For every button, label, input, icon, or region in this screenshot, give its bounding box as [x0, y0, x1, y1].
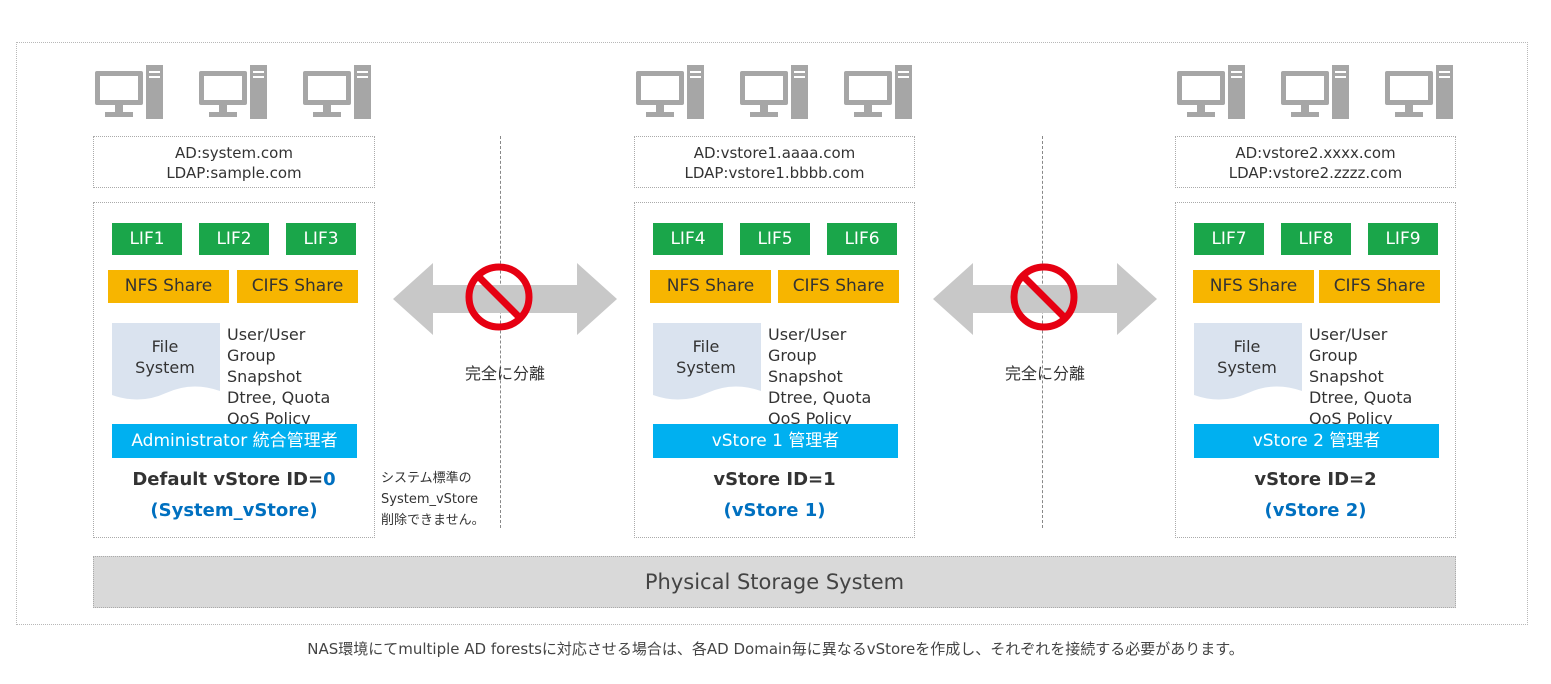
computer-icon [1385, 65, 1453, 119]
nfs-share: NFS Share [1193, 270, 1314, 303]
computer-icon [636, 65, 704, 119]
vstore-box [93, 202, 375, 538]
separation-label: 完全に分離 [464, 364, 545, 383]
system-vstore-note: システム標準の System_vStore 削除できません。 [381, 471, 485, 528]
ldap-domain: LDAP:vstore1.bbbb.com [684, 164, 865, 182]
attr-item: Snapshot [768, 367, 843, 386]
ad-domain: AD:vstore1.aaaa.com [693, 144, 856, 162]
lif-badge: LIF3 [286, 223, 356, 255]
vstore-box [634, 202, 915, 538]
attr-item: Snapshot [1309, 367, 1384, 386]
vstore-subtitle: (vStore 1) [723, 500, 826, 521]
administrator-bar: vStore 1 管理者 [653, 424, 898, 458]
file-system-label: File System [676, 337, 736, 377]
blocked-double-arrow-icon [933, 263, 1157, 335]
file-system-attributes: User/User Group Snapshot Dtree, Quota Qo… [768, 324, 871, 429]
lif-badge: LIF1 [112, 223, 182, 255]
cifs-share: CIFS Share [778, 270, 899, 303]
nfs-share: NFS Share [108, 270, 229, 303]
nfs-share: NFS Share [650, 270, 771, 303]
vstore-title: vStore ID=2 [1254, 469, 1377, 490]
vstore-title: vStore ID=1 [713, 469, 836, 490]
attr-item: Group [768, 346, 817, 365]
attr-item: Dtree, Quota [1309, 388, 1413, 407]
directory-info-box: AD:system.com LDAP:sample.com [93, 136, 375, 188]
administrator-bar: Administrator 統合管理者 [112, 424, 357, 458]
attr-item: QoS Policy [227, 409, 311, 428]
separator-line [1042, 136, 1043, 528]
outer-frame [16, 42, 1528, 625]
computer-icon [1177, 65, 1245, 119]
physical-storage-bar: Physical Storage System [93, 556, 1456, 608]
separator-line [500, 136, 501, 528]
ad-domain: AD:vstore2.xxxx.com [1235, 144, 1396, 162]
computer-icon [1281, 65, 1349, 119]
computer-icon [740, 65, 808, 119]
attr-item: User/User [227, 325, 306, 344]
attr-item: Group [227, 346, 276, 365]
ldap-domain: LDAP:sample.com [166, 164, 302, 182]
file-system-document-icon [112, 323, 220, 400]
file-system-attributes: User/User Group Snapshot Dtree, Quota Qo… [1309, 324, 1412, 429]
attr-item: QoS Policy [768, 409, 852, 428]
attr-item: User/User [1309, 325, 1388, 344]
file-system-attributes: User/User Group Snapshot Dtree, Quota Qo… [227, 324, 330, 429]
attr-item: Dtree, Quota [768, 388, 872, 407]
vstore-subtitle: (vStore 2) [1264, 500, 1367, 521]
computer-icon [199, 65, 267, 119]
directory-info-box: AD:vstore2.xxxx.com LDAP:vstore2.zzzz.co… [1175, 136, 1456, 188]
directory-info-box: AD:vstore1.aaaa.com LDAP:vstore1.bbbb.co… [634, 136, 915, 188]
ad-domain: AD:system.com [175, 144, 293, 162]
file-system-document-icon [1194, 323, 1302, 400]
file-system-label: File System [135, 337, 195, 377]
lif-badge: LIF4 [653, 223, 723, 255]
separation-label: 完全に分離 [1004, 364, 1085, 383]
file-system-document-icon [653, 323, 761, 400]
vstore-title: Default vStore ID=0 [132, 469, 336, 490]
lif-badge: LIF9 [1368, 223, 1438, 255]
lif-badge: LIF8 [1281, 223, 1351, 255]
file-system-label: File System [1217, 337, 1277, 377]
ldap-domain: LDAP:vstore2.zzzz.com [1228, 164, 1403, 182]
cifs-share: CIFS Share [237, 270, 358, 303]
vstore-subtitle: (System_vStore) [150, 500, 318, 521]
computer-icon [303, 65, 371, 119]
attr-item: Snapshot [227, 367, 302, 386]
lif-badge: LIF7 [1194, 223, 1264, 255]
attr-item: Dtree, Quota [227, 388, 331, 407]
attr-item: Group [1309, 346, 1358, 365]
attr-item: User/User [768, 325, 847, 344]
caption: NAS環境にてmultiple AD forestsに対応させる場合は、各AD … [307, 640, 1244, 658]
lif-badge: LIF6 [827, 223, 897, 255]
administrator-bar: vStore 2 管理者 [1194, 424, 1439, 458]
vstore-box [1175, 202, 1456, 538]
lif-badge: LIF2 [199, 223, 269, 255]
computer-icon [844, 65, 912, 119]
vstore-id-value: 0 [323, 469, 336, 490]
lif-badge: LIF5 [740, 223, 810, 255]
attr-item: QoS Policy [1309, 409, 1393, 428]
blocked-double-arrow-icon [393, 263, 617, 335]
cifs-share: CIFS Share [1319, 270, 1440, 303]
computer-icon [95, 65, 163, 119]
